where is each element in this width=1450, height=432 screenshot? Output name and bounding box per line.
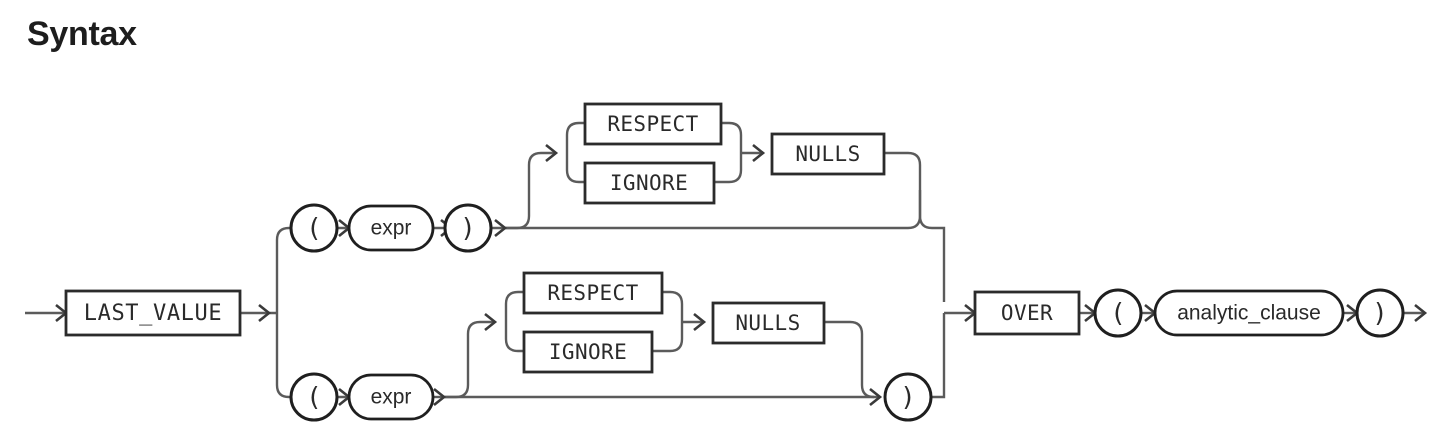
- rail-lower-choice-ignore-in: [504, 322, 524, 353]
- node-analytic-clause[interactable]: analytic_clause: [1153, 289, 1345, 337]
- over-box[interactable]: [973, 290, 1081, 336]
- upper-respect-box[interactable]: [583, 102, 723, 146]
- arrow-lower-to-choice: [484, 312, 498, 332]
- rail-upper-choice-respect-in: [565, 121, 585, 153]
- lower-nulls-box[interactable]: [711, 301, 826, 345]
- node-tail-close-paren[interactable]: ): [1355, 288, 1405, 338]
- arrow-lower-to-nulls: [693, 312, 707, 332]
- lower-nulls-label: NULLS: [735, 311, 800, 335]
- lower-close-paren-label: ): [900, 383, 916, 413]
- rail-upper-to-choice: [505, 151, 556, 230]
- rail-arrowheads: [55, 143, 1428, 407]
- lower-respect-box[interactable]: [522, 271, 664, 315]
- lower-ignore-label: IGNORE: [549, 340, 627, 364]
- upper-expr-label: expr: [371, 217, 412, 240]
- node-over[interactable]: OVER: [973, 290, 1081, 336]
- node-lower-nulls[interactable]: NULLS: [711, 301, 826, 345]
- arrow-lower-after-expr: [433, 387, 447, 407]
- upper-close-paren-label: ): [460, 214, 476, 244]
- rail-upper-choice-respect-out: [721, 121, 743, 153]
- last-value-label: LAST_VALUE: [84, 301, 222, 326]
- node-upper-respect[interactable]: RESPECT: [583, 102, 723, 146]
- node-lower-expr[interactable]: expr: [347, 373, 435, 421]
- lower-open-paren-label: (: [306, 383, 322, 413]
- over-label: OVER: [1001, 301, 1053, 325]
- node-lower-respect[interactable]: RESPECT: [522, 271, 664, 315]
- node-tail-open-paren[interactable]: (: [1093, 288, 1143, 338]
- upper-expr-oval[interactable]: [347, 204, 435, 252]
- upper-branch: ( expr ) RESPECT IGNORE NULLS: [289, 102, 886, 253]
- rail-lower-close-out: [931, 313, 946, 399]
- rail-split-down: [275, 313, 297, 399]
- tail-section: OVER ( analytic_clause ): [973, 288, 1405, 338]
- lower-branch: ( expr RESPECT IGNORE NULLS ): [289, 271, 933, 422]
- node-upper-close-paren[interactable]: ): [443, 203, 493, 253]
- rail-upper-nulls-out: [884, 151, 946, 302]
- tail-close-paren-label: ): [1372, 299, 1388, 329]
- upper-nulls-box[interactable]: [770, 132, 886, 176]
- page-title: Syntax: [27, 15, 137, 53]
- lower-expr-oval[interactable]: [347, 373, 435, 421]
- arrow-after-lastvalue: [258, 303, 272, 323]
- arrow-upper-to-choice: [545, 143, 559, 163]
- upper-close-paren-circle[interactable]: [443, 203, 493, 253]
- node-lower-open-paren[interactable]: (: [289, 372, 339, 422]
- node-upper-expr[interactable]: expr: [347, 204, 435, 252]
- node-upper-open-paren[interactable]: (: [289, 203, 339, 253]
- upper-nulls-label: NULLS: [795, 142, 860, 166]
- node-lower-ignore[interactable]: IGNORE: [522, 330, 654, 374]
- analytic-clause-label: analytic_clause: [1177, 302, 1321, 325]
- node-last-value[interactable]: LAST_VALUE: [64, 289, 242, 337]
- rail-lower-choice-ignore-out: [652, 322, 684, 353]
- tail-close-paren-circle[interactable]: [1355, 288, 1405, 338]
- arrow-upper-to-nulls: [752, 143, 766, 163]
- upper-open-paren-label: (: [306, 214, 322, 244]
- upper-respect-label: RESPECT: [607, 112, 698, 136]
- tail-open-paren-label: (: [1110, 299, 1126, 329]
- arrow-exit: [1414, 303, 1428, 323]
- analytic-clause-oval[interactable]: [1153, 289, 1345, 337]
- lower-ignore-box[interactable]: [522, 330, 654, 374]
- rail-lines: [25, 121, 1425, 399]
- rail-lower-to-choice: [444, 320, 495, 399]
- rail-lower-choice-respect-in: [504, 290, 524, 322]
- upper-ignore-box[interactable]: [583, 161, 716, 205]
- lower-expr-label: expr: [371, 386, 412, 409]
- upper-ignore-label: IGNORE: [610, 171, 688, 195]
- last-value-box[interactable]: [64, 289, 242, 337]
- rail-lower-nulls-out: [824, 320, 880, 399]
- upper-open-paren-circle[interactable]: [289, 203, 339, 253]
- tail-open-paren-circle[interactable]: [1093, 288, 1143, 338]
- lower-open-paren-circle[interactable]: [289, 372, 339, 422]
- rail-upper-choice-ignore-in: [565, 153, 585, 184]
- lower-close-paren-circle[interactable]: [883, 372, 933, 422]
- arrow-upper-after-closeparen: [494, 218, 508, 238]
- rail-lower-choice-respect-out: [662, 290, 684, 322]
- node-lower-close-paren[interactable]: ): [883, 372, 933, 422]
- lower-respect-label: RESPECT: [547, 281, 638, 305]
- node-upper-nulls[interactable]: NULLS: [770, 132, 886, 176]
- rail-upper-choice-ignore-out: [714, 153, 743, 184]
- node-upper-ignore[interactable]: IGNORE: [583, 161, 716, 205]
- arrow-lower-to-closeparen: [869, 387, 883, 407]
- rail-split-up: [275, 226, 297, 313]
